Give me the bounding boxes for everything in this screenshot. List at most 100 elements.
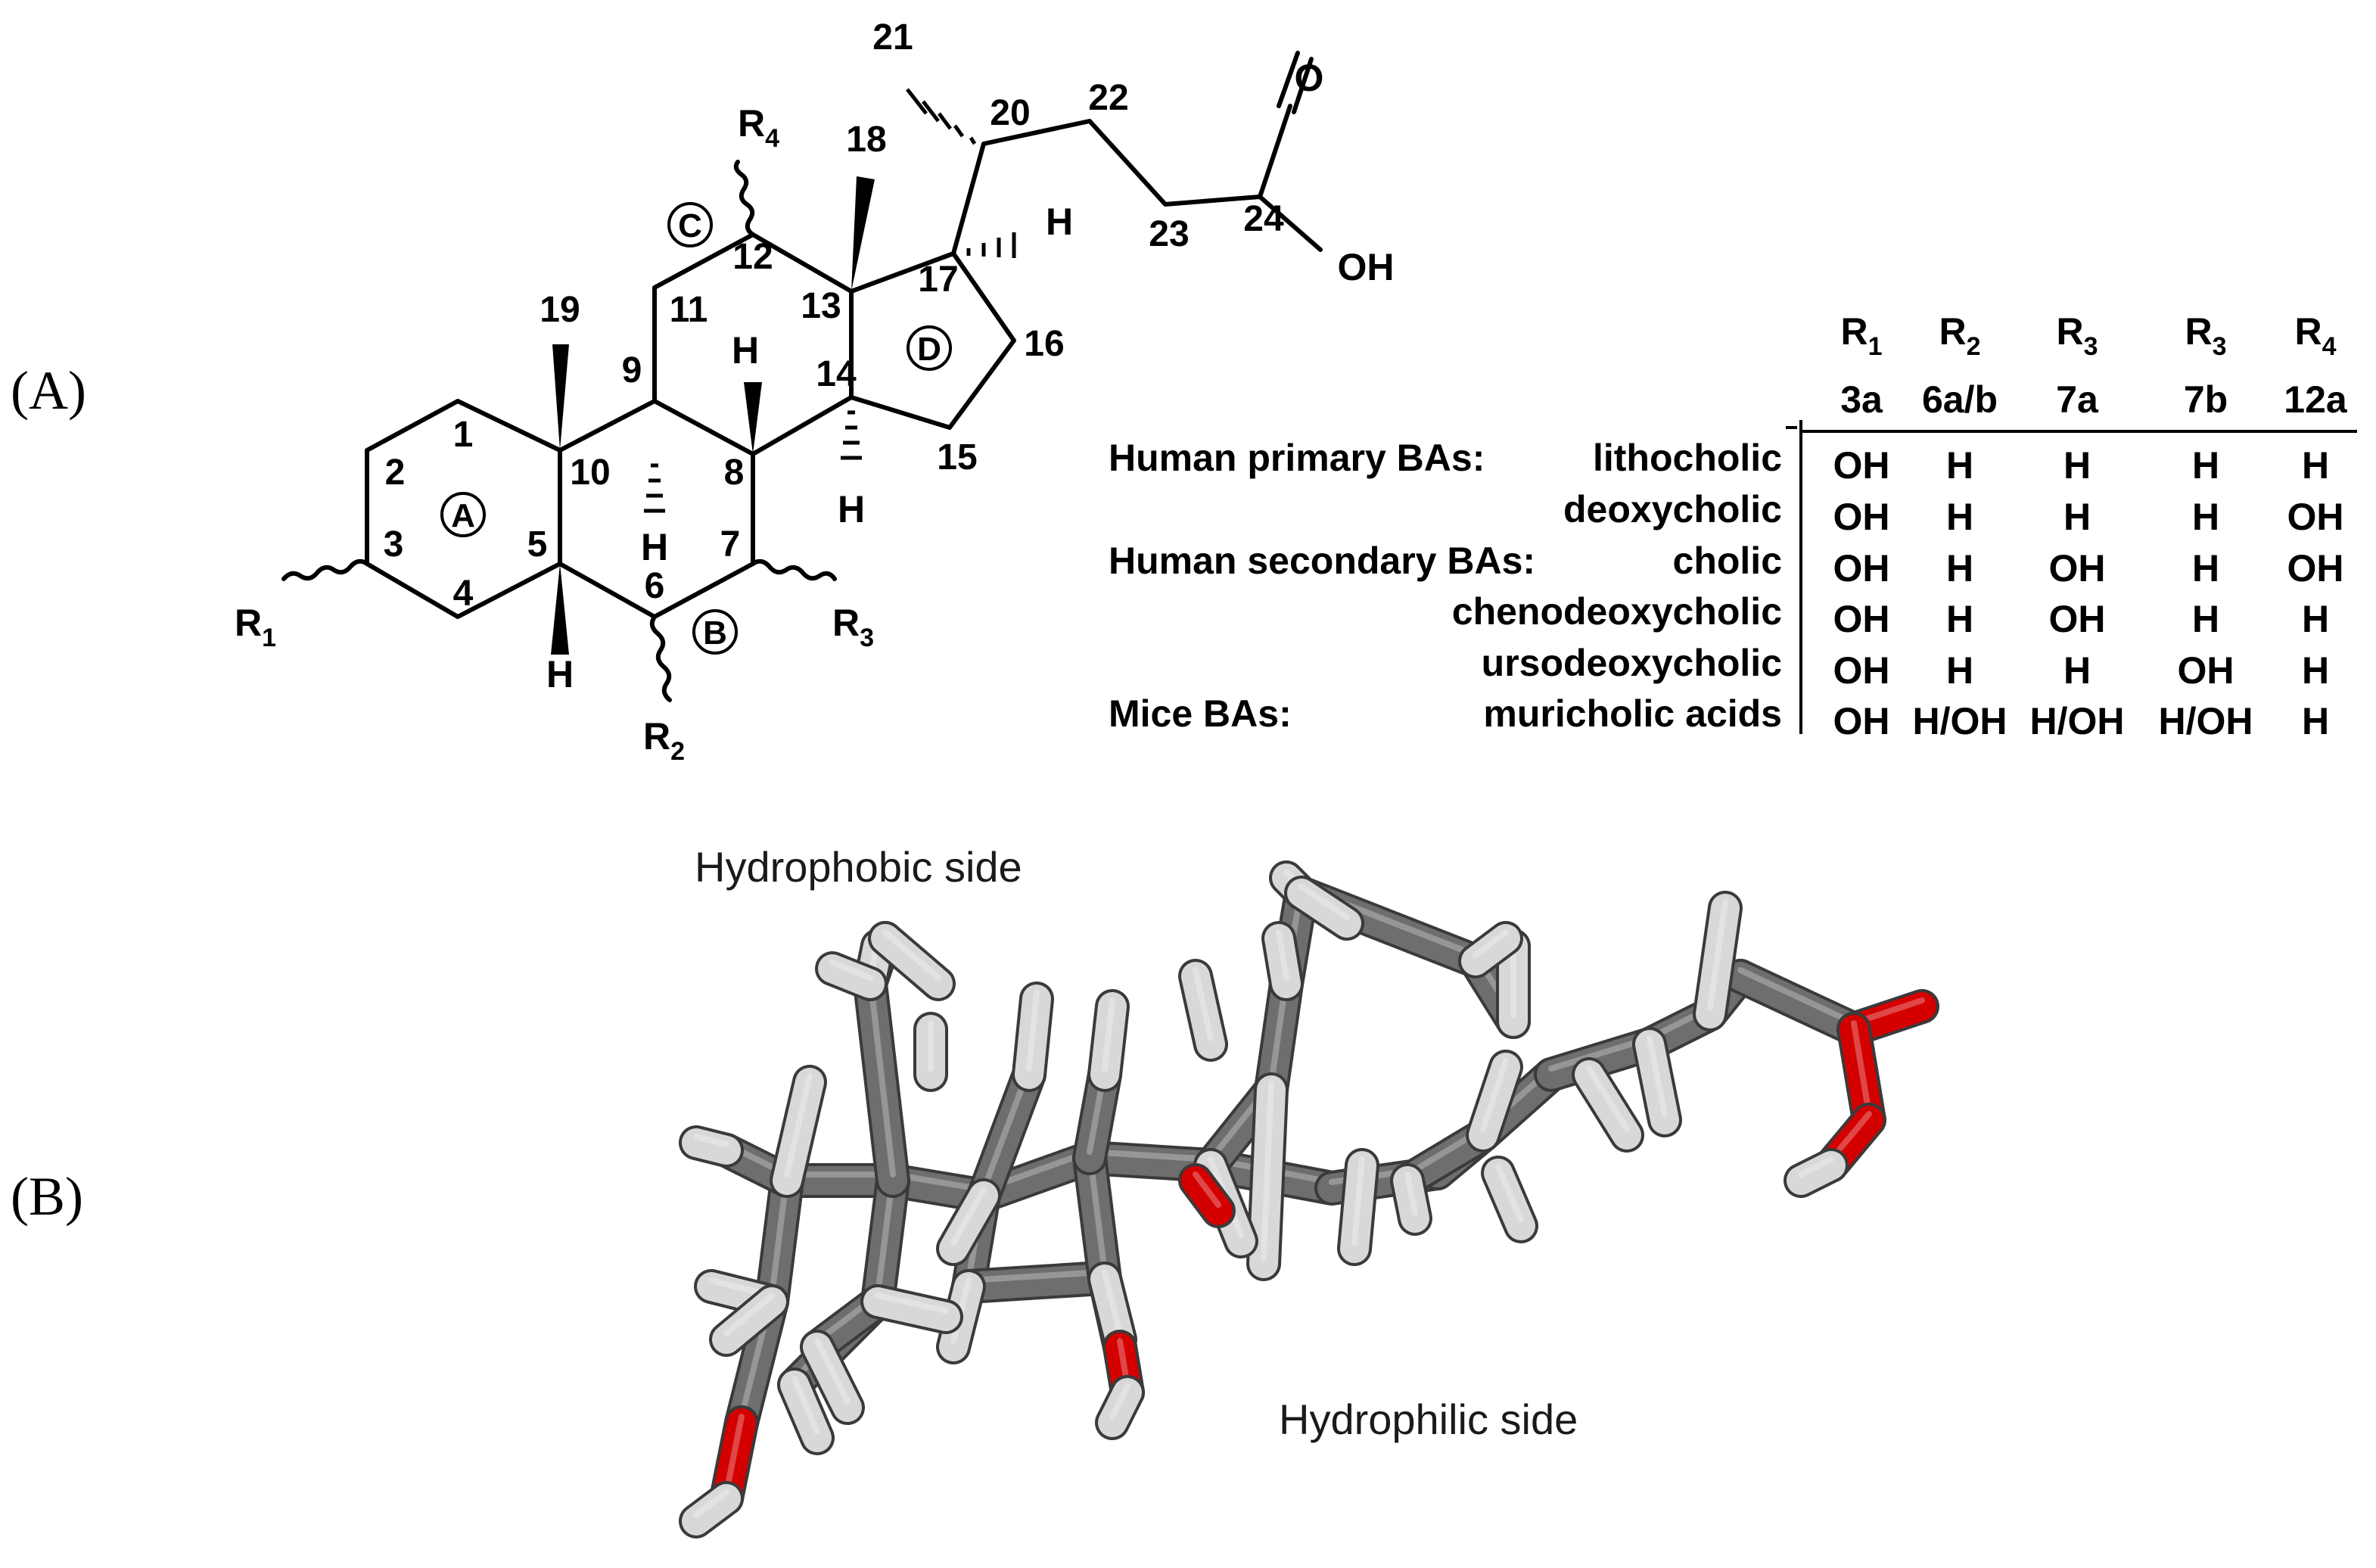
hydrogen-bond-24 <box>803 1333 862 1422</box>
atom-20: 20 <box>990 93 1030 133</box>
atom-6: 6 <box>645 566 665 606</box>
atom-15: 15 <box>937 437 977 478</box>
hydrogen-bond-11-highlight <box>1261 1081 1274 1261</box>
table-cell: OH <box>1833 700 1890 742</box>
hydrogen-bond-6 <box>1287 879 1361 938</box>
hydroxyl-h-bond-2 <box>1787 1151 1846 1195</box>
oxygen-bond-5-highlight <box>1193 1171 1221 1208</box>
table-cell: H <box>2063 649 2091 692</box>
table-cell: H <box>2302 444 2329 487</box>
atom-17: 17 <box>918 260 958 300</box>
oxygen-bond-1-highlight <box>1851 1020 1872 1117</box>
carbonyl-bond-2 <box>1292 57 1314 114</box>
atom-22: 22 <box>1088 78 1128 118</box>
col-header-3: R3 <box>2185 310 2226 361</box>
carbon-bond-11-highlight <box>1737 967 1857 1026</box>
hydrogen-bond-29 <box>939 1181 998 1263</box>
hydrogen-bond-23-highlight <box>791 1376 820 1435</box>
row-name: ursodeoxycholic <box>1482 642 1782 684</box>
hydrogen-bond-7 <box>1264 924 1301 998</box>
acid-oh-bond <box>1258 194 1323 252</box>
row-name: deoxycholic <box>1563 488 1782 530</box>
r2-wavy-bond <box>649 614 672 702</box>
table-cell: H <box>2302 598 2329 640</box>
carbon-bond-12 <box>757 1166 801 1316</box>
carbonyl-bond-1 <box>1277 51 1300 108</box>
hashed-bonds <box>644 88 1016 513</box>
hydrogen-bond-7-highlight <box>1276 929 1289 981</box>
table-cell: H/OH <box>2030 700 2125 742</box>
hydrogen-bond-11 <box>1249 1075 1286 1278</box>
ring-b-marker: B <box>692 609 738 655</box>
side-chain-bonds <box>951 104 1292 256</box>
table-cell: H <box>1946 598 1973 640</box>
oxygen-bond-3-highlight <box>723 1414 745 1495</box>
oxygen-bond-5 <box>1181 1166 1233 1225</box>
hydrogen-bond-13 <box>1393 1166 1429 1233</box>
hydroxyl-h-bond-0-highlight <box>693 1489 729 1518</box>
atom-4: 4 <box>453 574 474 614</box>
table-cell: OH <box>2049 547 2106 590</box>
ring-b-bonds <box>558 399 755 619</box>
r4-label: R4 <box>738 102 779 153</box>
carbon-bond-21 <box>1257 969 1301 1104</box>
hydrogen-bond-8 <box>1181 962 1225 1059</box>
table-cell: OH <box>1833 649 1890 692</box>
table-cell: H <box>1946 649 1973 692</box>
hydrogen-bond-1-highlight <box>882 929 941 981</box>
table-cell: OH <box>2178 649 2234 692</box>
atom-10: 10 <box>570 453 610 493</box>
steroid-skeleton: A B C D 1 2 3 4 5 6 7 8 9 10 11 12 13 <box>235 17 1395 766</box>
table-cell: OH <box>1833 547 1890 590</box>
table-cell: OH <box>1833 444 1890 487</box>
row-group-label: Human primary BAs: <box>1109 437 1485 479</box>
table-cell: H <box>2192 547 2219 590</box>
hydrogen-bond-12 <box>1340 1151 1376 1263</box>
table-cell: H <box>2192 598 2219 640</box>
r1-label: R1 <box>235 602 276 652</box>
h14-label: H <box>838 488 865 530</box>
carbon-bond-17 <box>954 1265 1104 1301</box>
col-position-3: 7b <box>2184 378 2228 421</box>
atom-5: 5 <box>527 524 548 565</box>
col-position-4: 12a <box>2284 378 2348 421</box>
c19-wedge <box>552 344 569 450</box>
hydrogen-bond-10-highlight <box>1102 1270 1123 1336</box>
hydrogen-bond-28 <box>773 1068 824 1195</box>
hydrogen-bond-3 <box>1015 985 1051 1089</box>
stick-model-3d <box>679 860 1939 1538</box>
hydroxyl-h-bond-1 <box>1098 1378 1142 1437</box>
table-cell: H <box>1946 496 1973 538</box>
hydrogen-bond-22 <box>863 1287 960 1331</box>
atom-12: 12 <box>732 237 773 277</box>
table-cell: OH <box>1833 496 1890 538</box>
atom-labels: H H H H H O OH <box>546 57 1395 695</box>
hydrogen-bond-8-highlight <box>1193 967 1214 1041</box>
atom-14: 14 <box>816 354 857 394</box>
hydrogen-bond-17 <box>1696 894 1740 1028</box>
h5-label: H <box>546 653 574 695</box>
hydrogen-bond-10 <box>1090 1265 1134 1354</box>
c18-wedge <box>851 176 875 291</box>
table-cell: H/OH <box>2159 700 2253 742</box>
r4-wavy-bond <box>733 160 755 237</box>
col-position-1: 6a/b <box>1922 378 1998 421</box>
atom-11: 11 <box>670 290 708 330</box>
hydrogen-bond-22-highlight <box>875 1293 949 1314</box>
hydrogen-bond-15 <box>1575 1060 1641 1150</box>
table-cell: H <box>1946 547 1973 590</box>
svg-text:B: B <box>703 614 727 652</box>
hydrogen-bond-18 <box>1469 1053 1520 1150</box>
h8-label: H <box>732 329 759 372</box>
table-cell: H <box>2192 496 2219 538</box>
atom-numbers: 1 2 3 4 5 6 7 8 9 10 11 12 13 14 15 16 1… <box>384 17 1284 614</box>
col-header-2: R3 <box>2056 310 2098 361</box>
hydrogen-bond-28-highlight <box>784 1073 813 1178</box>
ring-d-bonds <box>849 251 1016 430</box>
hydrogen-bond-19 <box>682 1128 741 1165</box>
acid-oh-label: OH <box>1338 246 1395 288</box>
table-cell: OH <box>2049 598 2106 640</box>
row-group-label: Human secondary BAs: <box>1109 540 1535 582</box>
